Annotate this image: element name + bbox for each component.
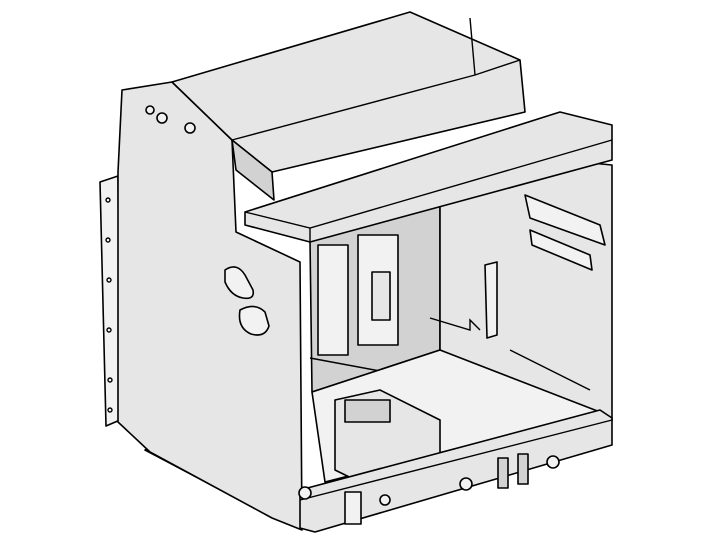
connector-slot — [344, 399, 391, 423]
right-guide-rail-lower — [529, 229, 593, 271]
locking-lever — [484, 261, 498, 339]
bracket-holes — [105, 197, 113, 413]
terminal-slots — [317, 234, 399, 356]
left-mounting-bracket — [99, 175, 121, 427]
top-front-rail — [244, 111, 613, 243]
top-housing-front — [231, 139, 275, 201]
right-guide-rail — [524, 194, 606, 246]
front-rail-fittings — [298, 453, 560, 525]
side-panel-openings — [145, 105, 270, 336]
